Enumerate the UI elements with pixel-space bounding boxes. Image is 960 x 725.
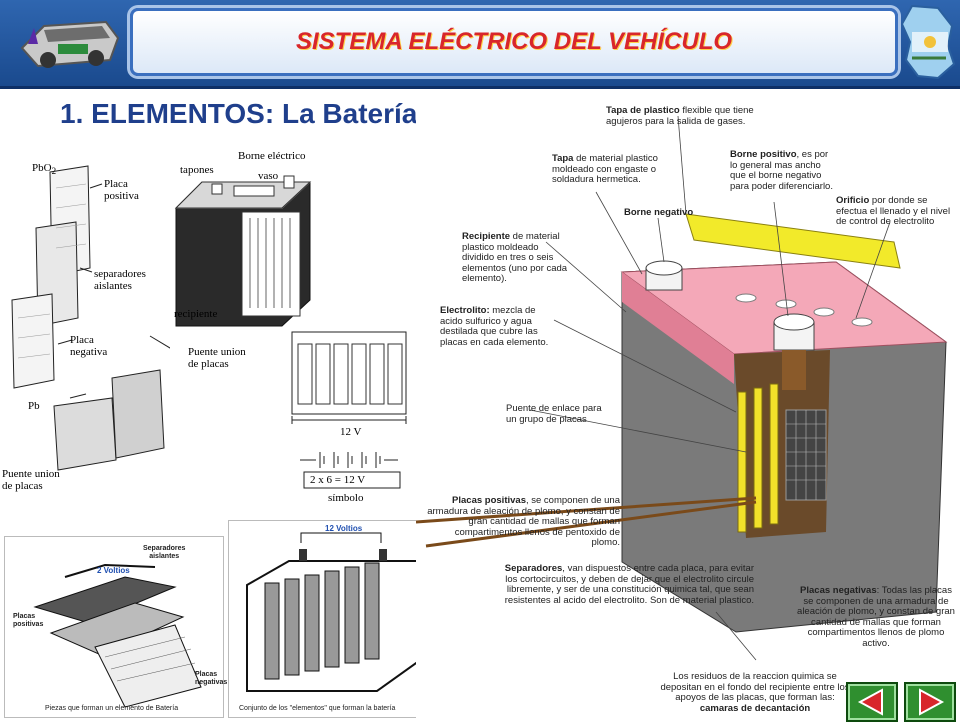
ann-separadores: Separadores, van dispuestos entre cada p… [504, 563, 754, 606]
triangle-left-icon [857, 688, 883, 716]
label-simbolo: símbolo [328, 492, 364, 504]
ann-recipiente: Recipiente de material plastico moldeado… [462, 231, 568, 284]
title-box: SISTEMA ELÉCTRICO DEL VEHÍCULO [130, 8, 898, 76]
ann-electrolito: Electrolito: mezcla de acido sulfurico y… [440, 305, 549, 348]
triangle-right-icon [919, 688, 945, 716]
label-2-voltios: 2 Voltios [97, 566, 130, 575]
main-battery-diagram: Tapa de plastico flexible que tiene aguj… [415, 92, 960, 720]
vehicle-logo-icon [20, 20, 120, 68]
label-vaso: vaso [258, 170, 279, 182]
ann-residuos: Los residuos de la reaccion quimica se d… [660, 671, 850, 714]
label-formula: 2 x 6 = 12 V [310, 474, 366, 486]
section-heading: 1. ELEMENTOS: La Batería [60, 98, 418, 129]
ann-tapa: Tapa de material plastico moldeado con e… [552, 153, 658, 185]
assembly-diagram: 12 Voltios Conjunto de los "elementos" q… [228, 520, 430, 718]
label-pb: Pb [28, 400, 40, 412]
exploded-plates-drawing [11, 165, 181, 471]
assembly-drawing [246, 532, 420, 692]
prev-slide-button[interactable] [846, 682, 898, 722]
small-cutaway-diagram: tapones Borne eléctrico vaso recipiente [172, 148, 312, 334]
map-logo-icon [900, 4, 956, 80]
ann-borne-negativo: Borne negativo [624, 207, 694, 218]
element-pieces-drawing [33, 563, 202, 708]
label-12v-schematic: 12 V [340, 426, 362, 438]
label-tapones: tapones [180, 164, 214, 176]
label-borne-electrico: Borne eléctrico [238, 150, 306, 162]
small-cutaway-drawing [174, 175, 312, 327]
label-pbo2: PbO2 [32, 162, 57, 177]
main-battery-drawing [415, 115, 948, 661]
caption-element: Piezas que forman un elemento de Batería [45, 705, 179, 712]
next-slide-button[interactable] [904, 682, 956, 722]
ann-puente-enlace: Puente de enlace para un grupo de placas [506, 403, 602, 425]
label-12-voltios: 12 Voltios [325, 524, 363, 533]
ann-tapa-plastico: Tapa de plastico flexible que tiene aguj… [606, 105, 754, 127]
ann-placas-negativas: Placas negativas: Todas las placas se co… [797, 585, 955, 649]
cell-schematic-diagram: 12 V 2 x 6 = 12 V símbolo [286, 324, 412, 508]
caption-assembly: Conjunto de los "elementos" que forman l… [239, 705, 396, 712]
header-bar: SISTEMA ELÉCTRICO DEL VEHÍCULO [0, 0, 960, 89]
ann-placas-positivas: Placas positivas, se componen de una arm… [427, 495, 620, 548]
ann-borne-positivo: Borne positivo, es por lo general mas an… [730, 149, 833, 192]
label-recipiente-small: recipiente [174, 308, 218, 320]
cell-schematic-drawing [291, 331, 407, 489]
slide-title: SISTEMA ELÉCTRICO DEL VEHÍCULO [295, 28, 733, 55]
ann-orificio: Orificio por donde se efectua el llenado… [836, 195, 951, 227]
